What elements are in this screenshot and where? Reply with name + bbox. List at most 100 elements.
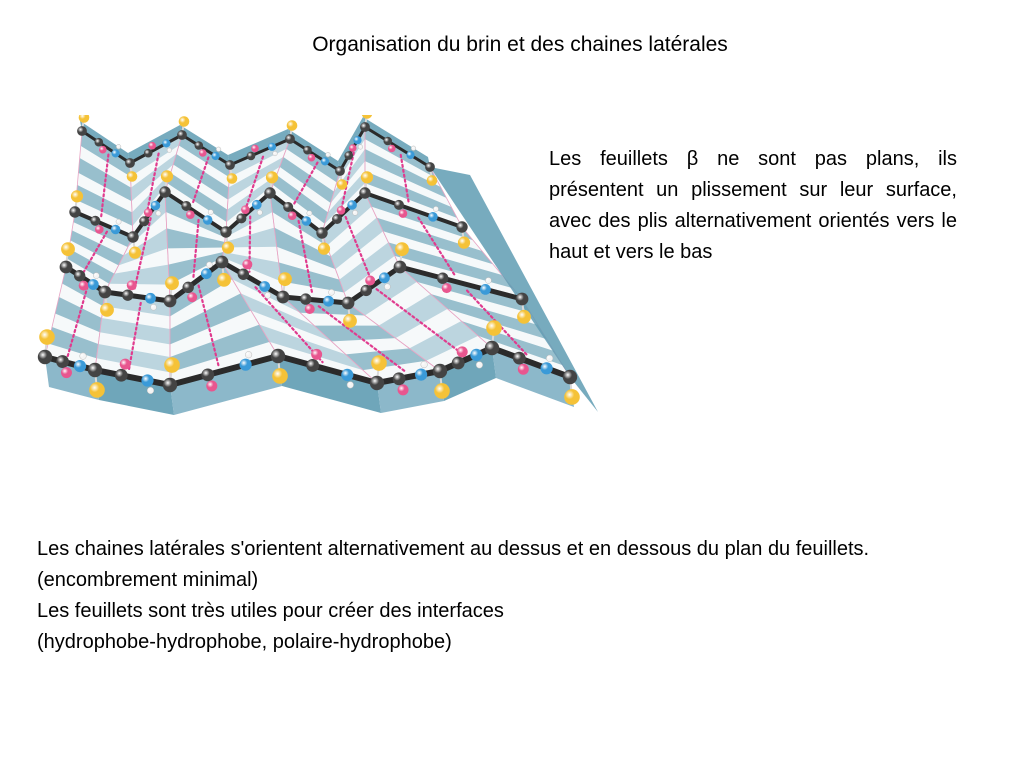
- side-chain-atom: [178, 116, 190, 127]
- carbon-atom: [98, 285, 112, 299]
- hydrogen-atom: [352, 209, 358, 216]
- side-chain-atom: [265, 171, 279, 184]
- carbon-atom: [114, 368, 128, 382]
- hydrogen-bond: [297, 219, 314, 295]
- oxygen-atom: [95, 225, 104, 234]
- sheet-band: [400, 267, 531, 314]
- side-chain-atom: [100, 302, 114, 317]
- carbon-atom: [201, 368, 215, 382]
- sheet-band: [166, 228, 225, 249]
- hydrogen-atom: [264, 292, 271, 299]
- sheet-band: [365, 193, 473, 241]
- sheet-band: [170, 356, 282, 415]
- sheet-band: [278, 356, 381, 413]
- sheet-band: [376, 217, 493, 265]
- side-chain-atom: [70, 190, 84, 203]
- side-chain-atom: [434, 383, 450, 399]
- carbon-atom: [456, 221, 468, 233]
- oxygen-atom: [307, 153, 316, 162]
- side-chain-atom: [486, 320, 502, 336]
- carbon-atom: [303, 145, 312, 155]
- side-chain-atom: [126, 171, 138, 182]
- carbon-atom: [162, 377, 178, 393]
- oxygen-atom: [441, 283, 452, 294]
- side-chain-atom: [457, 236, 471, 249]
- side-chain-atom: [272, 368, 288, 384]
- hydrogen-atom: [328, 289, 335, 296]
- backbone-chain: [64, 259, 523, 306]
- hydrogen-bond: [417, 216, 456, 277]
- side-chain-atom: [164, 357, 180, 373]
- hydrogen-bond: [82, 230, 109, 274]
- backbone-chain: [81, 125, 431, 173]
- nitrogen-atom: [162, 139, 171, 148]
- carbon-atom: [393, 260, 407, 274]
- side-chain-paragraph-2: Les feuillets sont très utiles pour crée…: [37, 600, 504, 622]
- carbon-atom: [276, 290, 290, 304]
- carbon-atom: [194, 141, 204, 150]
- carbon-atom: [451, 356, 465, 370]
- nitrogen-atom: [267, 142, 277, 151]
- nitrogen-atom: [347, 200, 357, 210]
- sheet-band: [48, 327, 99, 359]
- sheet-band: [80, 131, 131, 177]
- side-chain-paragraph-1: Les chaines latérales s'orientent altern…: [37, 538, 870, 591]
- sheet-band: [274, 227, 336, 270]
- backbone-chain: [44, 345, 572, 388]
- carbon-atom: [94, 137, 104, 147]
- carbon-atom: [562, 369, 578, 385]
- hydrogen-atom: [216, 146, 222, 152]
- hydrogen-bond: [133, 217, 152, 292]
- side-chain-atom: [286, 120, 298, 131]
- sheet-band: [440, 348, 496, 401]
- sheet-band: [240, 293, 332, 342]
- carbon-atom: [512, 351, 526, 365]
- carbon-atom: [73, 270, 86, 282]
- nitrogen-atom: [150, 200, 161, 211]
- carbon-atom: [360, 122, 370, 132]
- nitrogen-atom: [353, 136, 362, 145]
- carbon-atom: [87, 362, 103, 378]
- oxygen-atom: [199, 149, 207, 157]
- hydrogen-atom: [93, 272, 100, 279]
- sheet-band: [330, 149, 365, 204]
- carbon-atom: [270, 348, 286, 364]
- pleat-description: Les feuillets β ne sont pas plans, ils p…: [549, 148, 957, 263]
- carbon-atom: [181, 201, 192, 211]
- nitrogen-atom: [73, 360, 87, 373]
- side-chain-atom: [336, 179, 348, 190]
- oxygen-atom: [61, 367, 72, 379]
- hydrogen-atom: [433, 206, 439, 212]
- side-chain-atom: [360, 171, 374, 184]
- nitrogen-atom: [202, 215, 213, 225]
- nitrogen-atom: [323, 295, 334, 307]
- hydrogen-bond: [127, 301, 142, 372]
- nitrogen-atom: [145, 292, 156, 304]
- hydrogen-atom: [410, 145, 417, 151]
- side-chain-atom: [317, 242, 331, 255]
- nitrogen-atom: [87, 279, 99, 290]
- nitrogen-atom: [415, 368, 428, 381]
- carbon-atom: [316, 227, 328, 239]
- nitrogen-atom: [211, 151, 220, 161]
- side-chain-atom: [89, 382, 105, 398]
- carbon-atom: [484, 340, 500, 356]
- carbon-atom: [306, 359, 320, 372]
- sheet-band: [278, 262, 345, 293]
- nitrogen-atom: [470, 348, 483, 361]
- hydrogen-bond: [344, 215, 373, 282]
- hydrogen-bond: [340, 151, 355, 211]
- nitrogen-atom: [341, 368, 354, 381]
- side-chain-atom: [165, 276, 179, 291]
- sheet-band: [132, 173, 171, 226]
- carbon-atom: [56, 355, 69, 368]
- oxygen-atom: [148, 141, 156, 150]
- nitrogen-atom: [252, 199, 262, 210]
- oxygen-atom: [365, 275, 376, 286]
- oxygen-atom: [397, 384, 409, 396]
- side-chain-atom: [160, 170, 174, 183]
- oxygen-atom: [517, 363, 529, 375]
- sheet-band: [338, 117, 365, 171]
- oxygen-atom: [119, 358, 131, 370]
- hydrogen-bond: [66, 285, 89, 358]
